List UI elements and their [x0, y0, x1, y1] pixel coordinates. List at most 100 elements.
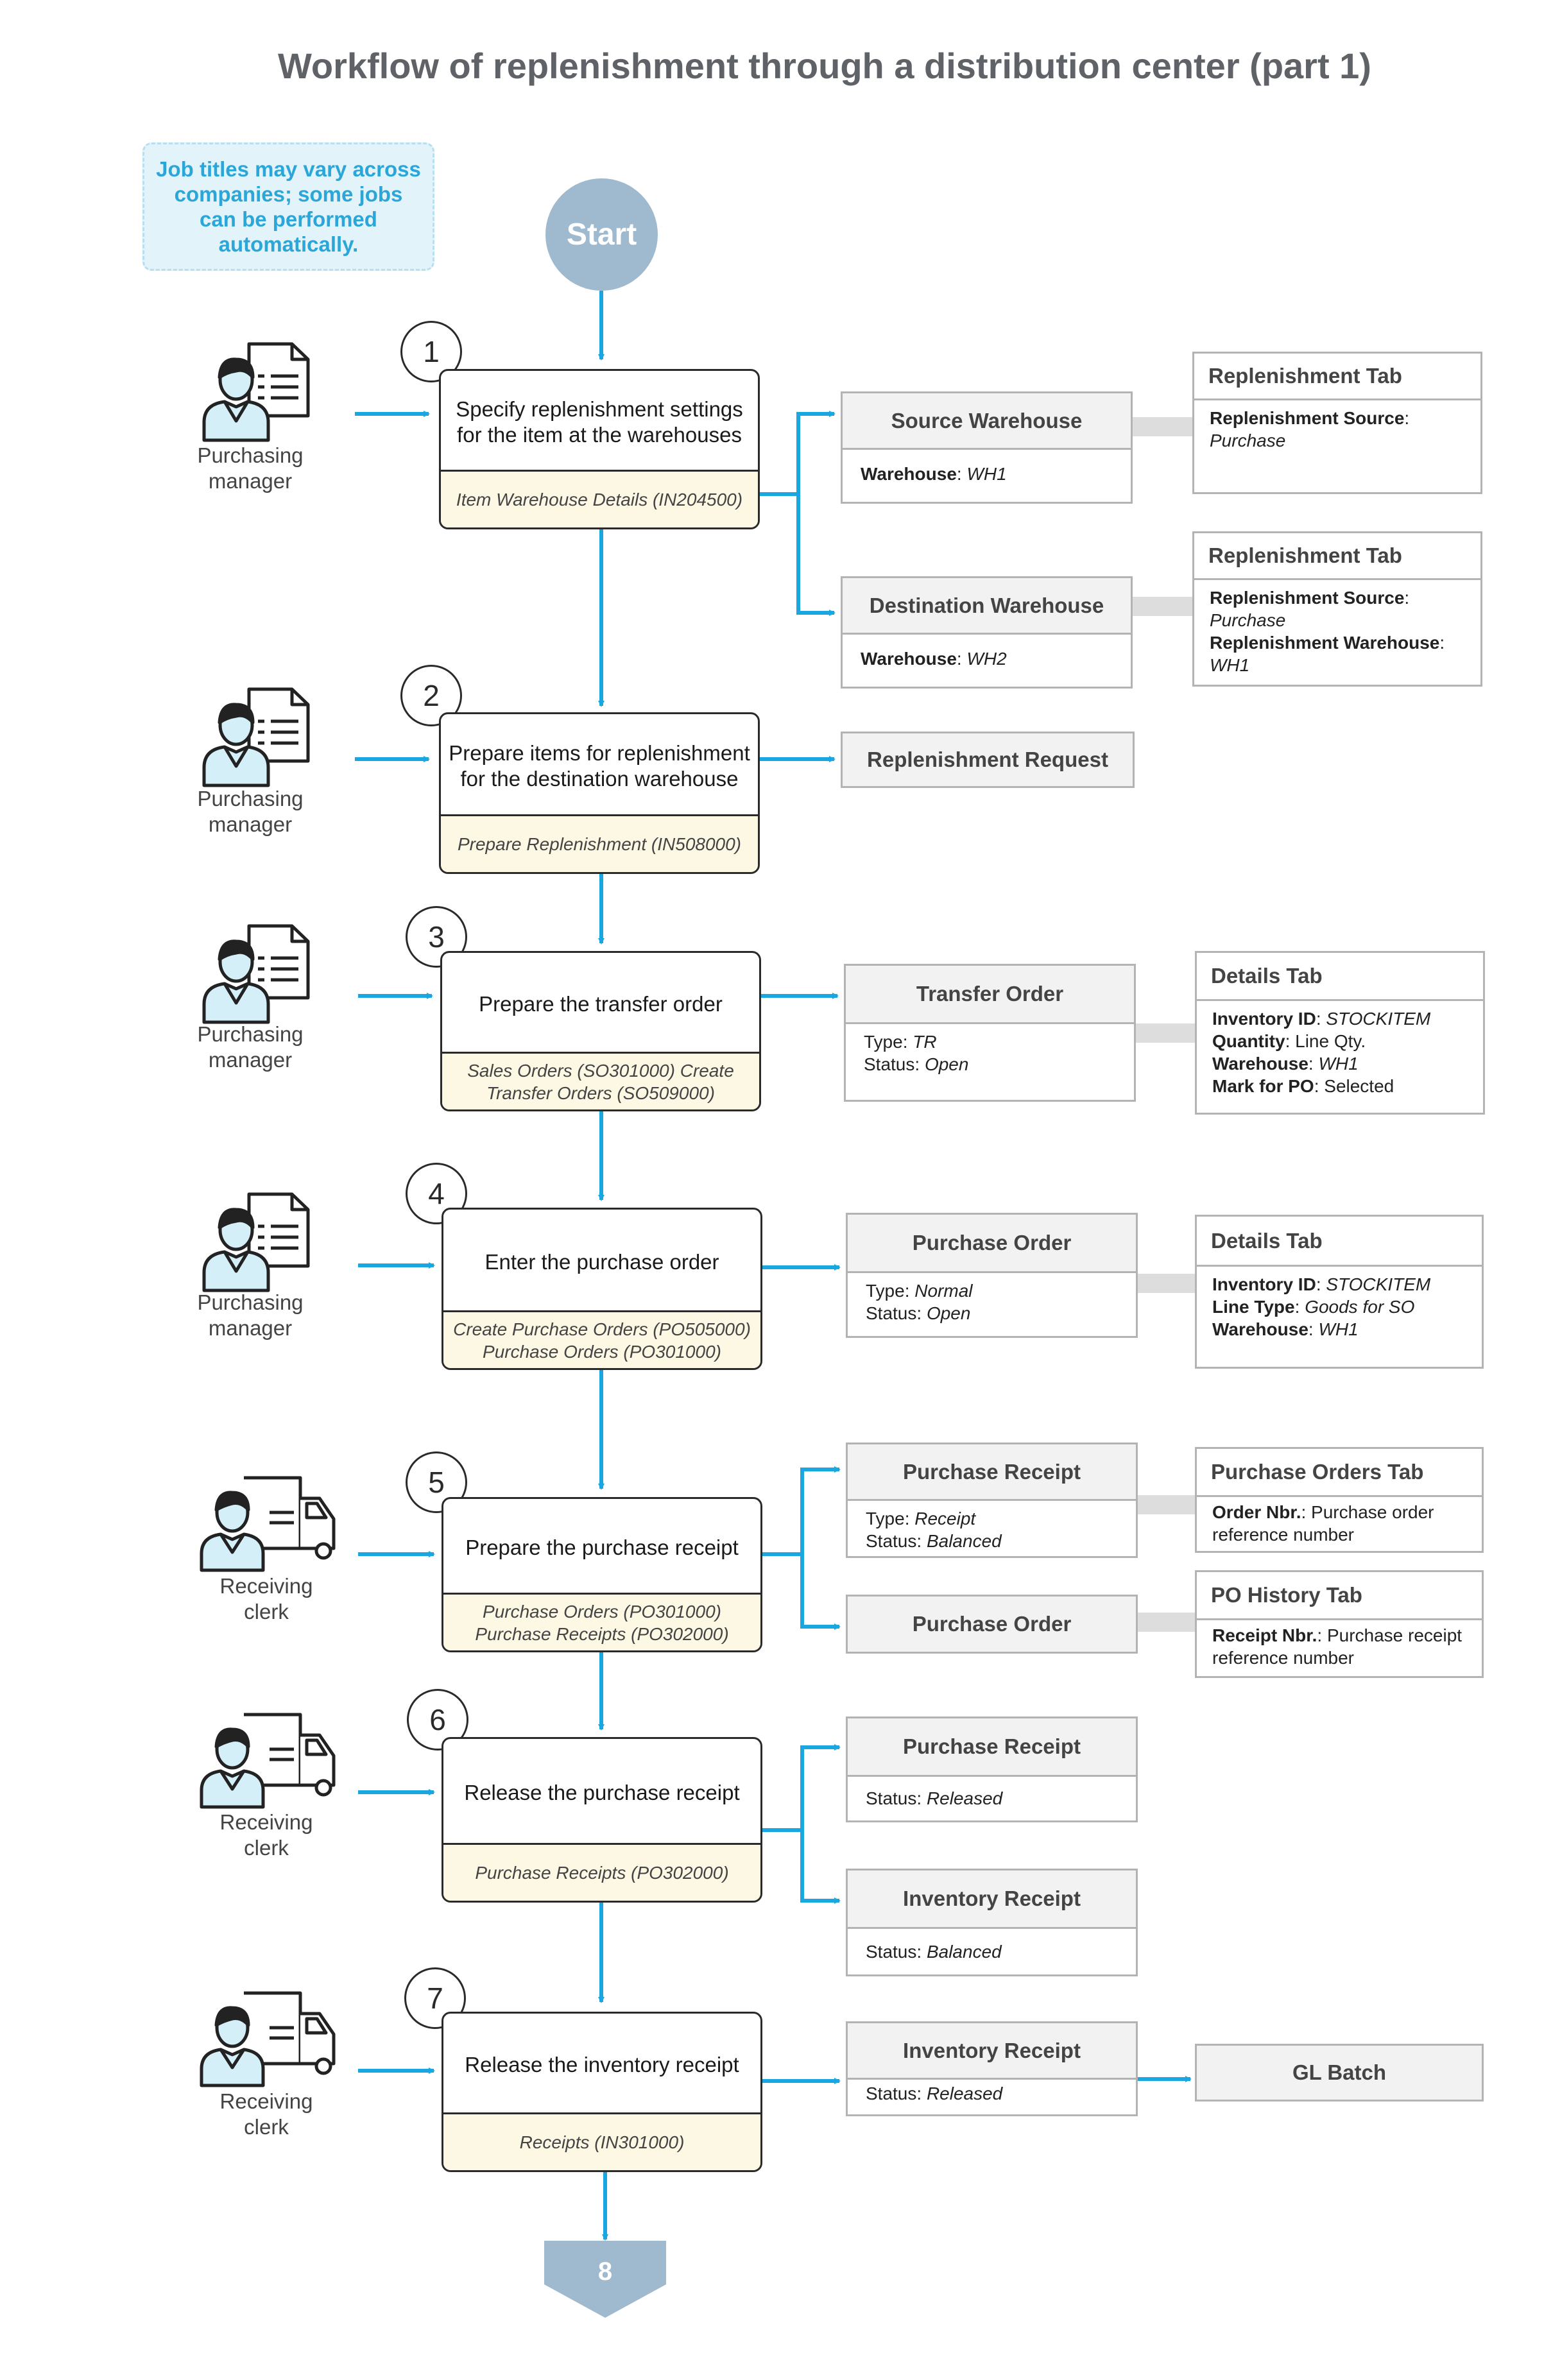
step-forms[interactable]: Create Purchase Orders (PO505000) Purcha…	[443, 1310, 760, 1368]
tab-title: Details Tab	[1197, 953, 1483, 1001]
field-value: WH2	[966, 649, 1007, 669]
field-value: Open	[926, 1303, 971, 1323]
field-value: WH1	[1318, 1319, 1359, 1339]
step-1-box[interactable]: Specify replenishment settings for the i…	[439, 369, 760, 529]
role-label: Purchasing manager	[197, 1022, 304, 1072]
field-key: Inventory ID	[1212, 1009, 1316, 1029]
step-2-box[interactable]: Prepare items for replenishment for the …	[439, 712, 760, 874]
doc-title: Purchase Receipt	[848, 1444, 1136, 1501]
field-key: Warehouse	[861, 464, 957, 484]
field-value: Receipt	[914, 1509, 976, 1528]
step-forms[interactable]: Sales Orders (SO301000) Create Transfer …	[442, 1052, 759, 1109]
step-7-box[interactable]: Release the inventory receipt Receipts (…	[442, 2012, 762, 2172]
doc-inventory-receipt-released: Inventory Receipt Status: Released	[846, 2021, 1138, 2116]
field-value: Purchase	[1210, 610, 1286, 630]
field-key: Replenishment Source	[1210, 588, 1405, 608]
field-value: Purchase	[1210, 431, 1286, 450]
tab-title: Details Tab	[1197, 1217, 1482, 1267]
field-value: Goods for SO	[1305, 1297, 1415, 1317]
doc-title: Source Warehouse	[843, 393, 1131, 450]
doc-inventory-receipt: Inventory Receipt Status: Balanced	[846, 1869, 1138, 1976]
step-action: Prepare the purchase receipt	[465, 1536, 739, 1559]
step-forms[interactable]: Purchase Receipts (PO302000)	[443, 1843, 760, 1901]
field-key: Inventory ID	[1212, 1274, 1316, 1294]
start-node: Start	[545, 178, 658, 291]
purchasing-manager-icon	[202, 687, 310, 787]
tab-title: PO History Tab	[1197, 1572, 1482, 1620]
doc-title: Replenishment Request	[843, 733, 1133, 786]
role-label: Purchasing manager	[197, 443, 304, 493]
field-key: Quantity	[1212, 1031, 1285, 1051]
field-key: Warehouse	[861, 649, 957, 669]
field-key: Type:	[866, 1509, 910, 1528]
step-4-box[interactable]: Enter the purchase order Create Purchase…	[442, 1208, 762, 1370]
tab-replenishment-2: Replenishment Tab Replenishment Source:P…	[1192, 531, 1482, 687]
step-6-box[interactable]: Release the purchase receipt Purchase Re…	[442, 1737, 762, 1903]
field-value: Released	[926, 1788, 1003, 1808]
field-key: Type:	[866, 1281, 910, 1301]
purchasing-manager-icon	[202, 342, 310, 442]
field-value: STOCKITEM	[1326, 1009, 1431, 1029]
step-forms[interactable]: Receipts (IN301000)	[443, 2112, 760, 2170]
tab-title: Replenishment Tab	[1194, 354, 1480, 400]
receiving-clerk-icon	[200, 1991, 336, 2087]
role-label: Receiving clerk	[219, 1574, 313, 1623]
role-label: Purchasing manager	[197, 787, 304, 836]
field-value: Purchase receipt reference number	[1212, 1625, 1463, 1668]
doc-title: Purchase Order	[848, 1597, 1136, 1652]
field-key: Mark for PO	[1212, 1076, 1314, 1096]
field-value: Open	[924, 1054, 969, 1074]
field-value: Normal	[914, 1281, 973, 1301]
field-key: Status:	[866, 1788, 922, 1808]
role-label: Receiving clerk	[219, 1810, 313, 1860]
step-action: Release the inventory receipt	[465, 2053, 739, 2076]
tab-details-3: Details Tab Inventory ID: STOCKITEM Quan…	[1195, 951, 1485, 1115]
end-connector-shape	[544, 2241, 666, 2318]
purchasing-manager-icon	[202, 1192, 310, 1292]
field-key: Replenishment Source	[1210, 408, 1405, 428]
step-forms[interactable]: Item Warehouse Details (IN204500)	[441, 470, 758, 527]
step-5-box[interactable]: Prepare the purchase receipt Purchase Or…	[442, 1497, 762, 1652]
doc-title: Transfer Order	[846, 966, 1134, 1024]
doc-title: Purchase Order	[848, 1215, 1136, 1273]
field-key: Replenishment Warehouse	[1210, 633, 1440, 653]
receiving-clerk-icon	[200, 1713, 336, 1809]
field-key: Order Nbr.	[1212, 1502, 1301, 1522]
doc-title: Inventory Receipt	[848, 1871, 1136, 1929]
doc-destination-warehouse: Destination Warehouse Warehouse: WH2	[841, 576, 1133, 689]
field-value: Selected	[1324, 1076, 1394, 1096]
step-action: Prepare items for replenishment for the …	[449, 741, 750, 791]
role-label: Purchasing manager	[197, 1290, 304, 1340]
tab-title: Purchase Orders Tab	[1197, 1449, 1482, 1497]
field-key: Warehouse	[1212, 1319, 1308, 1339]
step-action: Enter the purchase order	[485, 1249, 719, 1274]
field-key: Line Type	[1212, 1297, 1295, 1317]
field-key: Status:	[866, 1303, 922, 1323]
doc-title: GL Batch	[1197, 2046, 1482, 2100]
tab-po-history: PO History Tab Receipt Nbr.: Purchase re…	[1195, 1570, 1484, 1678]
step-action: Release the purchase receipt	[464, 1781, 740, 1804]
field-value: Purchase order reference number	[1212, 1502, 1434, 1545]
step-action: Specify replenishment settings for the i…	[456, 397, 743, 447]
field-value: Released	[926, 2084, 1003, 2103]
doc-title: Inventory Receipt	[848, 2023, 1136, 2080]
field-key: Status:	[866, 2084, 922, 2103]
tab-purchase-orders: Purchase Orders Tab Order Nbr.: Purchase…	[1195, 1447, 1484, 1553]
field-value: Balanced	[926, 1531, 1002, 1551]
page-title: Workflow of replenishment through a dist…	[278, 46, 1371, 86]
step-3-box[interactable]: Prepare the transfer order Sales Orders …	[440, 951, 761, 1111]
doc-gl-batch: GL Batch	[1195, 2044, 1484, 2102]
field-value: WH1	[966, 464, 1007, 484]
step-forms[interactable]: Purchase Orders (PO301000) Purchase Rece…	[443, 1593, 760, 1650]
step-number-badge: 6	[407, 1689, 468, 1751]
field-key: Warehouse	[1212, 1054, 1308, 1074]
field-key: Status:	[864, 1054, 920, 1074]
field-value: TR	[913, 1032, 937, 1052]
step-forms[interactable]: Prepare Replenishment (IN508000)	[441, 814, 758, 872]
field-key: Status:	[866, 1942, 922, 1962]
receiving-clerk-icon	[200, 1476, 336, 1572]
field-value: Balanced	[926, 1942, 1002, 1962]
role-label: Receiving clerk	[219, 2089, 313, 2139]
